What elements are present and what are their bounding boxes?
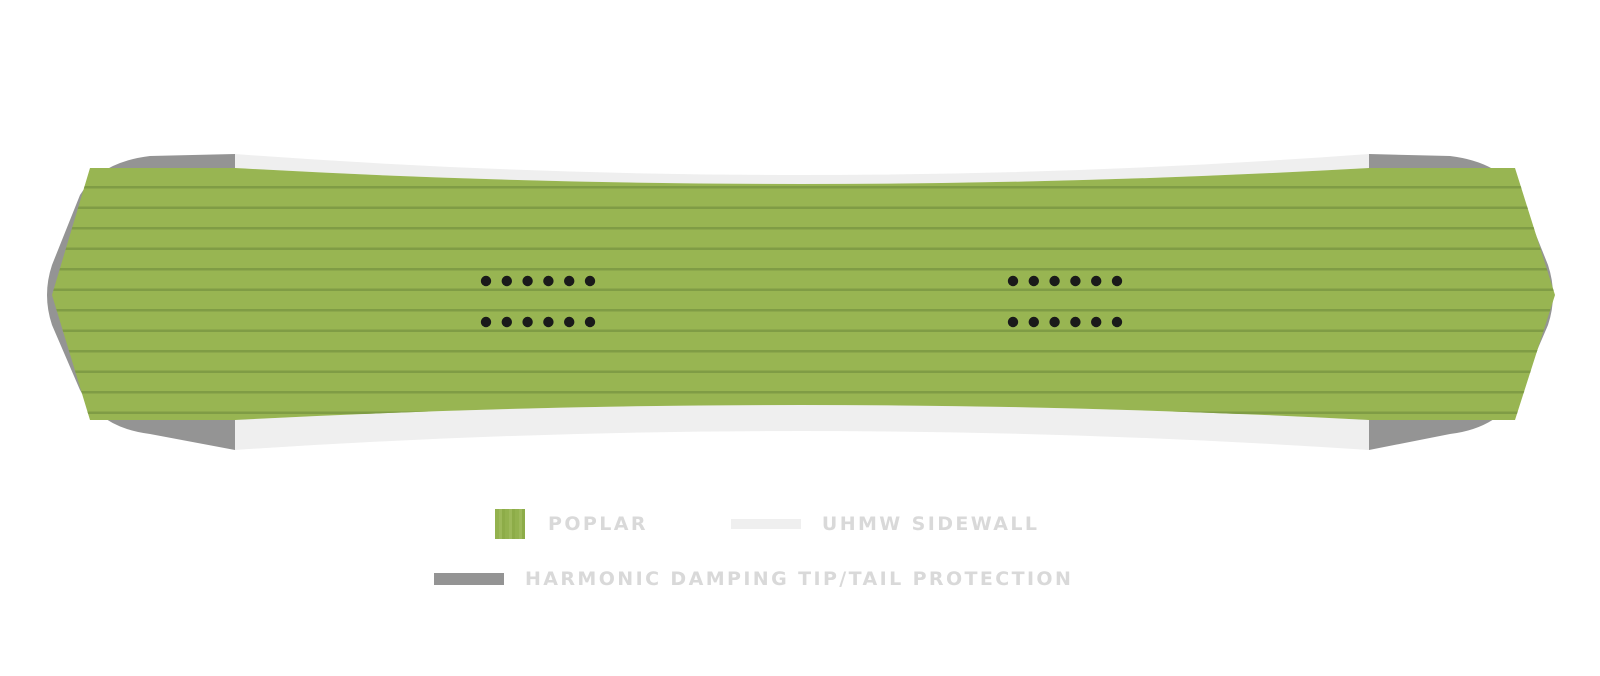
insert-hole bbox=[501, 275, 512, 287]
insert-hole bbox=[522, 275, 533, 287]
wood-stripe bbox=[52, 206, 1555, 209]
insert-hole bbox=[1028, 316, 1040, 328]
sidewall-swatch bbox=[730, 519, 801, 529]
damping-swatch bbox=[434, 573, 504, 585]
binding-inserts bbox=[480, 275, 1123, 328]
legend-label-damping: HARMONIC DAMPING TIP/TAIL PROTECTION bbox=[525, 568, 1074, 590]
insert-hole bbox=[1070, 316, 1081, 328]
wood-stripe bbox=[52, 268, 1555, 271]
sidewall-top bbox=[235, 154, 1369, 184]
insert-hole bbox=[564, 275, 575, 287]
legend-row-2: HARMONIC DAMPING TIP/TAIL PROTECTION bbox=[434, 568, 1073, 590]
sidewall-bottom bbox=[235, 405, 1369, 450]
legend-label-poplar: POPLAR bbox=[548, 513, 648, 535]
insert-hole bbox=[543, 316, 554, 328]
legend-item-sidewall: UHMW SIDEWALL bbox=[730, 513, 1040, 535]
insert-hole bbox=[1111, 275, 1123, 287]
snowboard-diagram bbox=[47, 154, 1555, 450]
wood-stripe bbox=[52, 309, 1555, 312]
wood-stripe bbox=[52, 247, 1555, 250]
insert-hole bbox=[564, 316, 575, 328]
wood-stripe bbox=[52, 391, 1555, 394]
poplar-core bbox=[52, 168, 1555, 420]
insert-hole bbox=[1007, 316, 1019, 328]
insert-hole bbox=[501, 316, 512, 328]
insert-hole bbox=[584, 275, 596, 287]
poplar-swatch bbox=[495, 509, 525, 539]
legend-item-damping: HARMONIC DAMPING TIP/TAIL PROTECTION bbox=[434, 568, 1073, 590]
insert-hole bbox=[480, 275, 492, 287]
wood-stripe bbox=[52, 186, 1555, 189]
insert-hole bbox=[1070, 275, 1081, 287]
legend-item-poplar: POPLAR bbox=[495, 509, 648, 539]
wood-stripe bbox=[52, 329, 1555, 332]
legend-row-1: POPLAR UHMW SIDEWALL bbox=[495, 509, 1039, 539]
insert-hole bbox=[522, 316, 533, 328]
insert-hole bbox=[1049, 275, 1060, 287]
damping-tail-right bbox=[1369, 154, 1553, 450]
insert-hole bbox=[543, 275, 554, 287]
legend-label-sidewall: UHMW SIDEWALL bbox=[821, 513, 1040, 535]
insert-hole bbox=[1091, 275, 1102, 287]
insert-hole bbox=[1007, 275, 1019, 287]
insert-hole bbox=[1111, 316, 1123, 328]
wood-stripe bbox=[52, 288, 1555, 291]
wood-stripe bbox=[52, 227, 1555, 230]
insert-hole bbox=[1049, 316, 1060, 328]
damping-tip-left bbox=[47, 154, 235, 450]
insert-hole bbox=[1091, 316, 1102, 328]
insert-hole bbox=[584, 316, 596, 328]
wood-stripe bbox=[52, 350, 1555, 353]
insert-hole bbox=[480, 316, 492, 328]
insert-hole bbox=[1028, 275, 1040, 287]
wood-stripe bbox=[52, 370, 1555, 373]
